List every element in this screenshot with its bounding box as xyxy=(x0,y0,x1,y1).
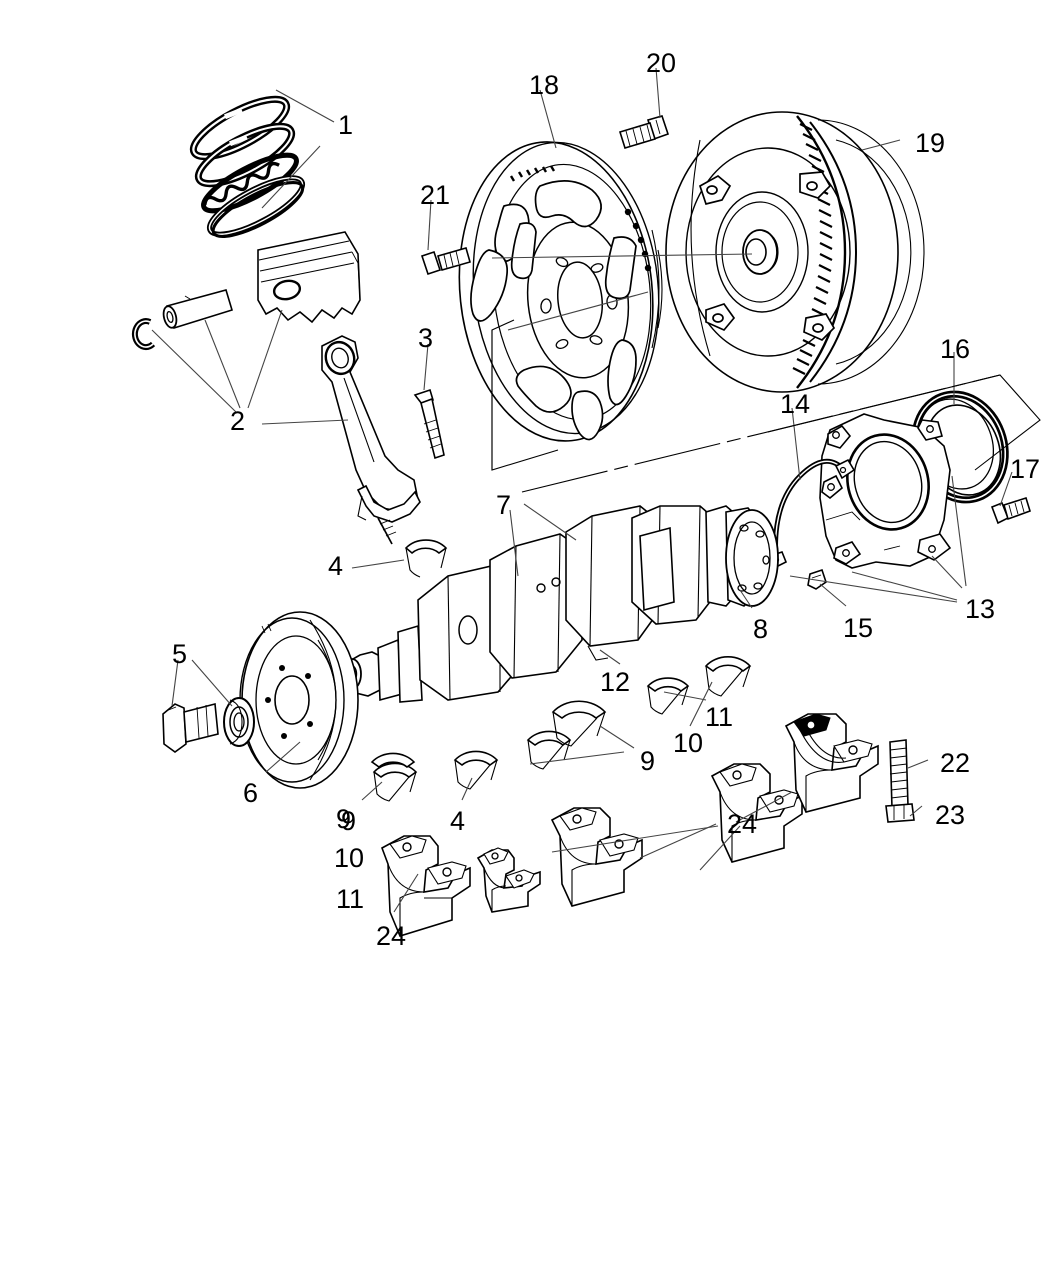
callout-11b: 11 xyxy=(336,884,365,914)
flexplate-art xyxy=(458,141,663,471)
wrist-pin-art xyxy=(162,289,233,329)
rod-bearing-4a-art xyxy=(404,539,448,578)
leader-lines xyxy=(151,67,1013,913)
bearing-9a xyxy=(372,762,418,802)
callout-13: 13 xyxy=(965,594,996,624)
torque-converter-bolt-art xyxy=(618,115,670,149)
retaining-clip-art xyxy=(131,318,156,351)
callout-21: 21 xyxy=(420,180,451,210)
callout-19: 19 xyxy=(915,128,946,158)
crankshaft-art xyxy=(342,505,779,703)
damper-bolt-and-washer-art xyxy=(162,697,255,753)
callout-8: 8 xyxy=(753,614,769,644)
bearing-cap-B xyxy=(476,847,541,913)
piston-art xyxy=(257,231,361,324)
connecting-rod-art xyxy=(321,335,421,545)
callout-10b: 10 xyxy=(334,843,365,873)
bearing-9d xyxy=(370,752,416,769)
callout-17: 17 xyxy=(1010,454,1041,484)
flexplate-bolt-art xyxy=(420,247,471,276)
callout-23: 23 xyxy=(935,800,966,830)
bearing-shells-art xyxy=(370,656,752,802)
callout-18: 18 xyxy=(529,70,560,100)
main-bearing-caps-art xyxy=(381,713,879,937)
callout-1: 1 xyxy=(338,110,354,140)
callout-6: 6 xyxy=(243,778,259,808)
connecting-rod-bolt-art xyxy=(413,388,445,460)
main-bearing-cap-bolt-art xyxy=(885,739,915,823)
vibration-damper-art xyxy=(239,611,359,789)
bearing-10a xyxy=(646,677,690,715)
callout-16: 16 xyxy=(940,334,971,364)
callout-10a: 10 xyxy=(673,728,704,758)
bearing-cap-E xyxy=(784,713,879,813)
bearing-9c xyxy=(551,700,607,747)
bearing-cap-D xyxy=(710,763,803,863)
callout-5: 5 xyxy=(172,639,188,669)
callout-2: 2 xyxy=(230,406,246,436)
callout-4b: 4 xyxy=(450,806,466,836)
callout-24a: 24 xyxy=(727,809,758,839)
rear-seal-housing-bolt-art xyxy=(990,496,1031,525)
callout-12: 12 xyxy=(600,667,631,697)
callout-14: 14 xyxy=(780,389,811,419)
torque-converter-art xyxy=(665,111,925,393)
callout-24b: 24 xyxy=(376,921,407,951)
callout-9a: 9 xyxy=(341,806,357,836)
bearing-4b xyxy=(453,750,499,790)
callout-7: 7 xyxy=(496,490,512,520)
callout-3: 3 xyxy=(418,323,434,353)
callout-4a: 4 xyxy=(328,551,344,581)
bearing-cap-A xyxy=(381,835,471,937)
rear-seal-retainer-housing-art xyxy=(819,413,952,569)
callout-9c: 9 xyxy=(336,804,352,834)
callout-9b: 9 xyxy=(640,746,656,776)
callout-15: 15 xyxy=(843,613,874,643)
callout-20: 20 xyxy=(646,48,677,78)
piston-ring-set-art xyxy=(189,95,306,238)
callout-22: 22 xyxy=(940,748,971,778)
bearing-9b xyxy=(526,730,572,770)
callout-11a: 11 xyxy=(705,702,734,732)
